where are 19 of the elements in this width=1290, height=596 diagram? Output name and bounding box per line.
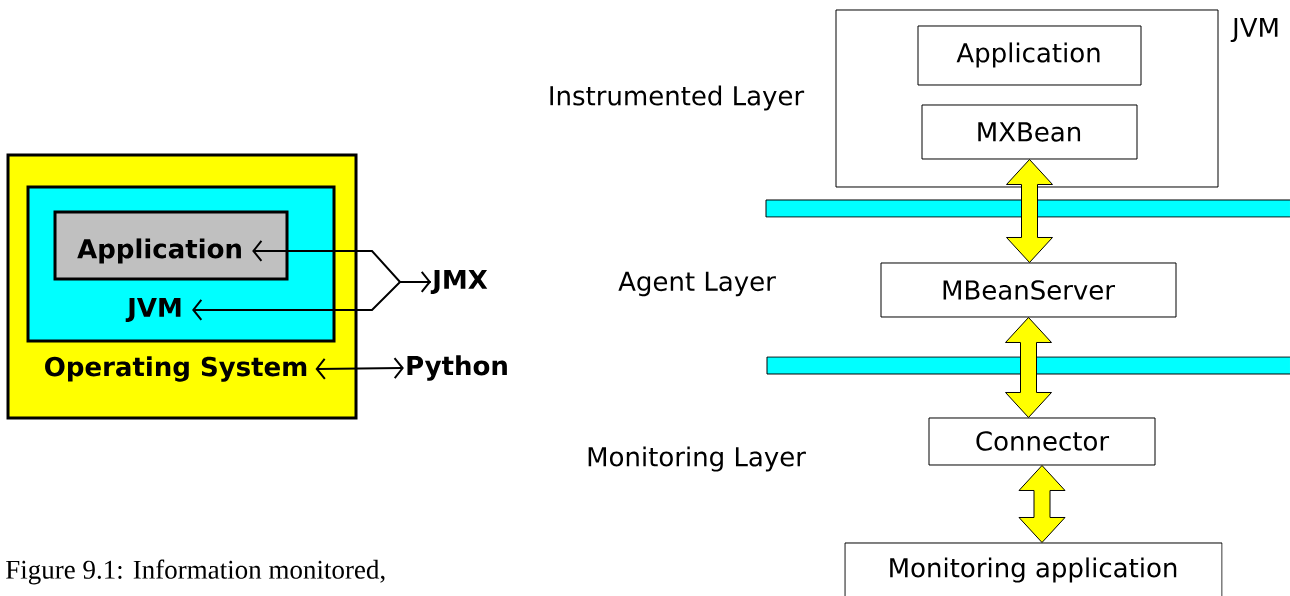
component-box: Monitoring application (844, 542, 1223, 596)
layer-label: Agent Layer (618, 271, 776, 297)
component-box: MBeanServer (880, 262, 1177, 318)
caption: Figure 9.1: Information monitored, (6, 559, 385, 585)
application-box: Application (53, 210, 289, 281)
layer-label: Monitoring Layer (588, 446, 806, 472)
component-box: Application (917, 25, 1142, 86)
interface-label: JMX (430, 269, 488, 295)
arrow (315, 357, 404, 380)
arrow (252, 240, 432, 293)
arrow (192, 281, 432, 321)
double-arrow (1006, 159, 1053, 263)
layer-label: Instrumented Layer (550, 85, 805, 111)
double-arrow (1018, 465, 1066, 543)
component-box: MXBean (921, 104, 1138, 160)
double-arrow (1005, 317, 1052, 418)
node-label: JVM (1230, 17, 1278, 43)
language-label: Python (407, 355, 507, 381)
component-box: Connector (928, 417, 1156, 466)
